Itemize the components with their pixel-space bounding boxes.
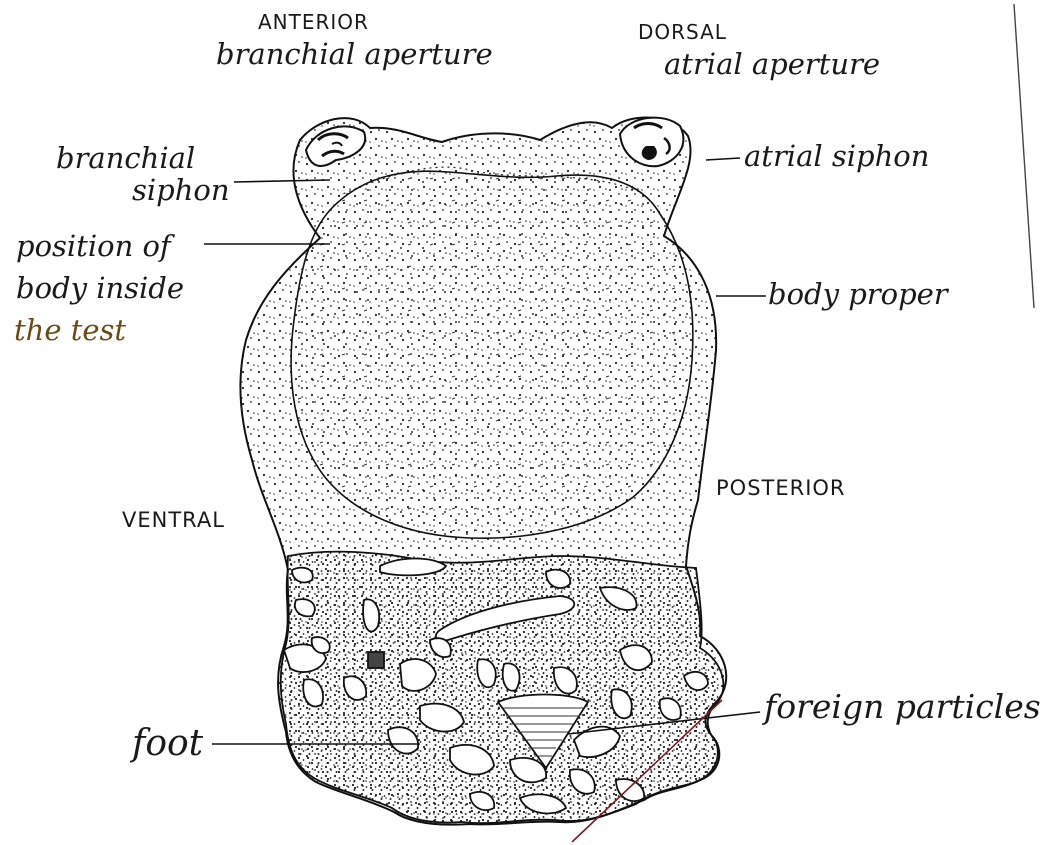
label-posterior: POSTERIOR xyxy=(716,478,846,499)
body-proper xyxy=(291,171,693,538)
label-branchial-siphon-line2: siphon xyxy=(132,176,230,205)
label-anterior: ANTERIOR xyxy=(258,12,369,32)
label-foot: foot xyxy=(132,726,203,762)
label-atrial-aperture: atrial aperture xyxy=(664,50,880,79)
label-position-line3: the test xyxy=(14,316,126,345)
label-body-proper: body proper xyxy=(768,280,948,309)
label-branchial-aperture: branchial aperture xyxy=(216,40,493,69)
margin-line xyxy=(1014,4,1034,308)
label-dorsal: DORSAL xyxy=(638,22,727,42)
label-position-line1: position of xyxy=(16,232,171,261)
label-atrial-siphon: atrial siphon xyxy=(744,142,929,171)
label-branchial-siphon-line1: branchial xyxy=(56,144,195,173)
leader-atrial-siphon xyxy=(706,158,740,160)
label-position-line2: body inside xyxy=(16,274,184,303)
label-foreign-particles: foreign particles xyxy=(764,690,1041,723)
label-ventral: VENTRAL xyxy=(122,510,225,531)
